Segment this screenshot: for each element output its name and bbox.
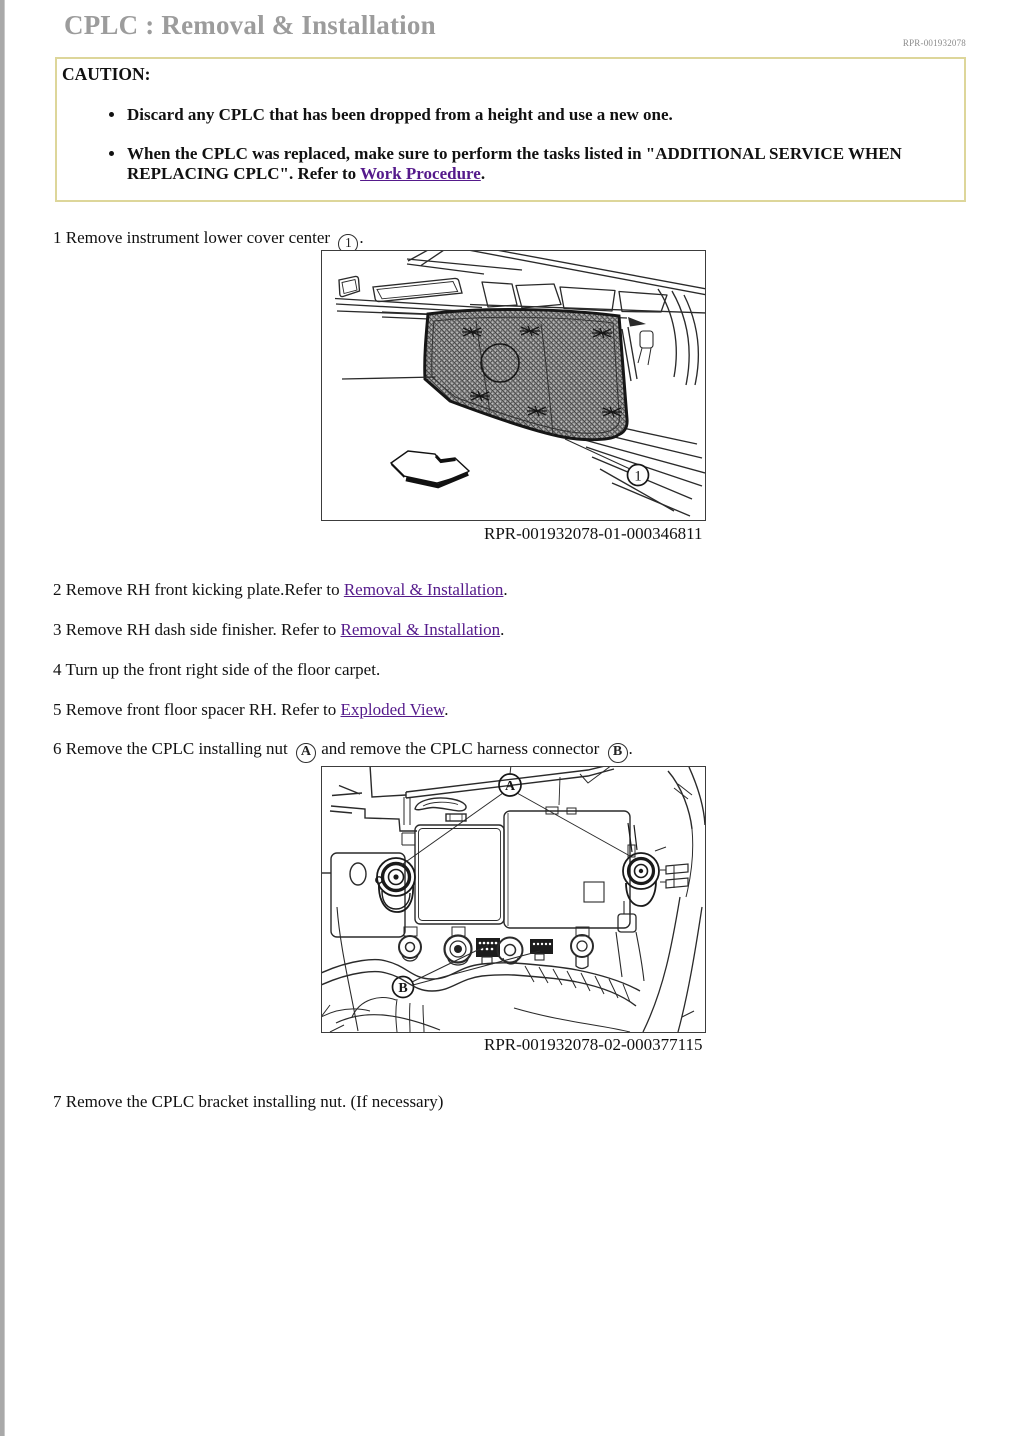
svg-text:B: B <box>398 981 407 996</box>
svg-text:1: 1 <box>634 469 642 485</box>
svg-text:A: A <box>505 779 516 794</box>
